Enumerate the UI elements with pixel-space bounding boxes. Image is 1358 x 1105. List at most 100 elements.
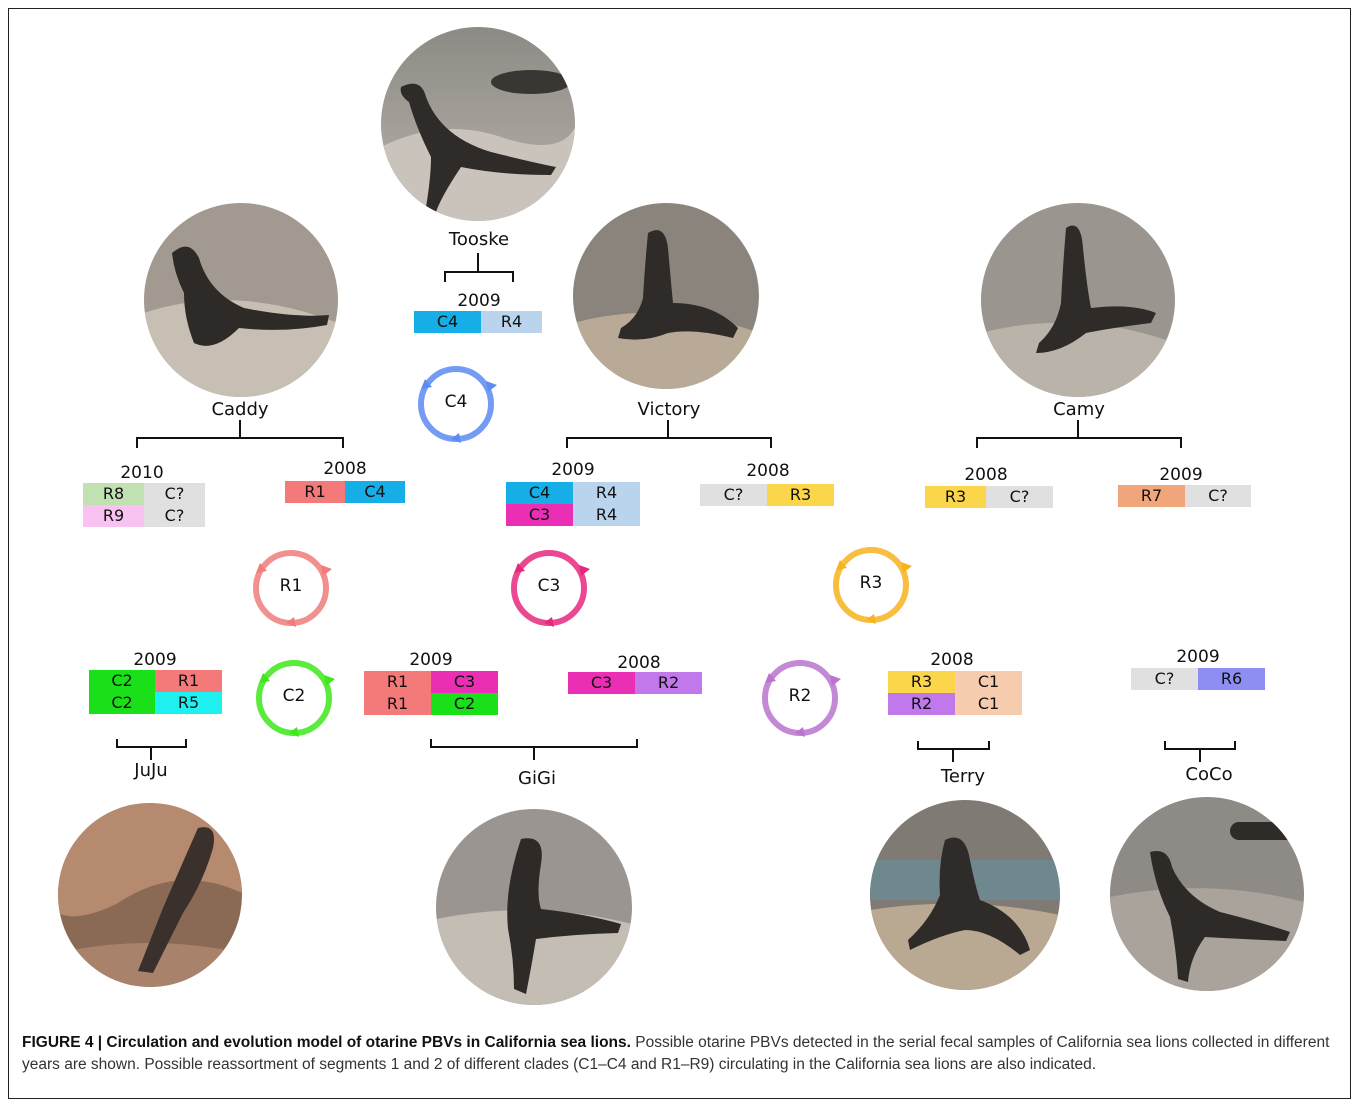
cycle-r3: R3 <box>828 542 914 628</box>
sea-lion-image <box>573 203 759 389</box>
cycle-label: C3 <box>537 576 561 596</box>
year-camy-2008: 2008 <box>964 465 1008 485</box>
caption-text: Possible otarine PBVs detected in the se… <box>22 1034 1330 1073</box>
segment-cell-caddy-2010-r9: R9 <box>83 505 144 527</box>
year-juju-2009: 2009 <box>133 650 177 670</box>
figure-caption: FIGURE 4 | Circulation and evolution mod… <box>22 1032 1332 1076</box>
segment-cell-caddy-2010-r8: R8 <box>83 483 144 505</box>
caption-title: FIGURE 4 | Circulation and evolution mod… <box>22 1034 631 1051</box>
sea-lion-image <box>144 203 338 397</box>
segment-cell-gigi-2009-r1: R1 <box>364 693 431 715</box>
segment-cell-gigi-2009-c3: C3 <box>431 671 498 693</box>
segment-cell-terry-2008-r3: R3 <box>888 671 955 693</box>
bracket-tooske <box>444 253 514 282</box>
photo-juju <box>58 803 242 987</box>
cycle-label: R1 <box>279 576 303 596</box>
cycle-c4: C4 <box>413 361 499 447</box>
segment-cell-camy-2008-cunknown: C? <box>986 486 1053 508</box>
cycle-arrows-icon <box>418 366 497 443</box>
photo-terry <box>870 800 1060 990</box>
label-terry: Terry <box>940 766 986 787</box>
sea-lion-image <box>981 203 1175 397</box>
cycle-label: C2 <box>282 686 306 706</box>
cycle-r2: R2 <box>757 655 843 741</box>
bracket-terry <box>917 741 990 762</box>
year-gigi-2009: 2009 <box>409 650 453 670</box>
label-coco: CoCo <box>1185 764 1233 785</box>
segment-cell-coco-2009-cunknown: C? <box>1131 668 1198 690</box>
segment-cell-tooske-2009-c4: C4 <box>414 311 481 333</box>
year-terry-2008: 2008 <box>930 650 974 670</box>
segment-cell-tooske-2009-r4: R4 <box>481 311 542 333</box>
cycle-arrows-icon <box>253 550 332 627</box>
year-coco-2009: 2009 <box>1176 647 1220 667</box>
label-gigi: GiGi <box>518 768 556 789</box>
cycle-arrows-icon <box>256 660 335 737</box>
year-caddy-2010: 2010 <box>120 463 164 483</box>
segment-cell-caddy-2010-cunknown: C? <box>144 483 205 505</box>
bracket-coco <box>1164 741 1236 762</box>
cycle-arrows-icon <box>833 547 912 624</box>
sea-lion-image <box>870 800 1060 990</box>
bracket-camy <box>976 420 1182 448</box>
bracket-caddy <box>136 420 344 448</box>
sea-lion-image <box>381 27 575 221</box>
label-caddy: Caddy <box>211 399 269 420</box>
cycle-c2: C2 <box>251 655 337 741</box>
photo-caddy <box>144 203 338 397</box>
photo-victory <box>573 203 759 389</box>
segment-cell-terry-2008-c1: C1 <box>955 671 1022 693</box>
cycle-r1: R1 <box>248 545 334 631</box>
photo-camy <box>981 203 1175 397</box>
segment-cell-terry-2008-c1: C1 <box>955 693 1022 715</box>
bracket-gigi <box>430 739 638 760</box>
cycle-label: R3 <box>859 573 883 593</box>
segment-cell-coco-2009-r6: R6 <box>1198 668 1265 690</box>
sea-lion-image <box>58 803 242 987</box>
bracket-victory <box>566 420 772 448</box>
cycle-arrows-icon <box>511 550 590 627</box>
segment-cell-victory-2008-r3: R3 <box>767 484 834 506</box>
segment-cell-caddy-2008-c4: C4 <box>345 481 405 503</box>
figure-frame <box>8 8 1351 1099</box>
cycle-label: C4 <box>444 392 468 412</box>
label-victory: Victory <box>637 399 701 420</box>
photo-gigi <box>436 809 632 1005</box>
segment-cell-gigi-2009-c2: C2 <box>431 693 498 715</box>
segment-cell-victory-2009-c3: C3 <box>506 504 573 526</box>
year-tooske-2009: 2009 <box>457 291 501 311</box>
segment-cell-camy-2009-cunknown: C? <box>1185 485 1251 507</box>
segment-cell-victory-2009-r4: R4 <box>573 482 640 504</box>
segment-cell-victory-2009-c4: C4 <box>506 482 573 504</box>
year-victory-2009: 2009 <box>551 460 595 480</box>
segment-cell-victory-2009-r4: R4 <box>573 504 640 526</box>
segment-cell-gigi-2008-c3: C3 <box>568 672 635 694</box>
segment-cell-victory-2008-cunknown: C? <box>700 484 767 506</box>
label-juju: JuJu <box>134 760 168 781</box>
year-victory-2008: 2008 <box>746 461 790 481</box>
segment-cell-juju-2009-c2: C2 <box>89 670 155 692</box>
sea-lion-image <box>1110 797 1304 991</box>
segment-cell-juju-2009-c2: C2 <box>89 692 155 714</box>
cycle-arrows-icon <box>762 660 841 737</box>
segment-cell-caddy-2010-cunknown: C? <box>144 505 205 527</box>
segment-cell-juju-2009-r1: R1 <box>155 670 222 692</box>
year-camy-2009: 2009 <box>1159 465 1203 485</box>
label-camy: Camy <box>1053 399 1105 420</box>
label-tooske: Tooske <box>448 229 510 250</box>
year-gigi-2008: 2008 <box>617 653 661 673</box>
sea-lion-image <box>436 809 632 1005</box>
segment-cell-gigi-2008-r2: R2 <box>635 672 702 694</box>
segment-cell-camy-2009-r7: R7 <box>1118 485 1185 507</box>
segment-cell-gigi-2009-r1: R1 <box>364 671 431 693</box>
segment-cell-juju-2009-r5: R5 <box>155 692 222 714</box>
cycle-label: R2 <box>788 686 812 706</box>
segment-cell-terry-2008-r2: R2 <box>888 693 955 715</box>
bracket-juju <box>116 739 187 760</box>
cycle-c3: C3 <box>506 545 592 631</box>
segment-cell-caddy-2008-r1: R1 <box>285 481 345 503</box>
segment-cell-camy-2008-r3: R3 <box>925 486 986 508</box>
photo-coco <box>1110 797 1304 991</box>
year-caddy-2008: 2008 <box>323 459 367 479</box>
